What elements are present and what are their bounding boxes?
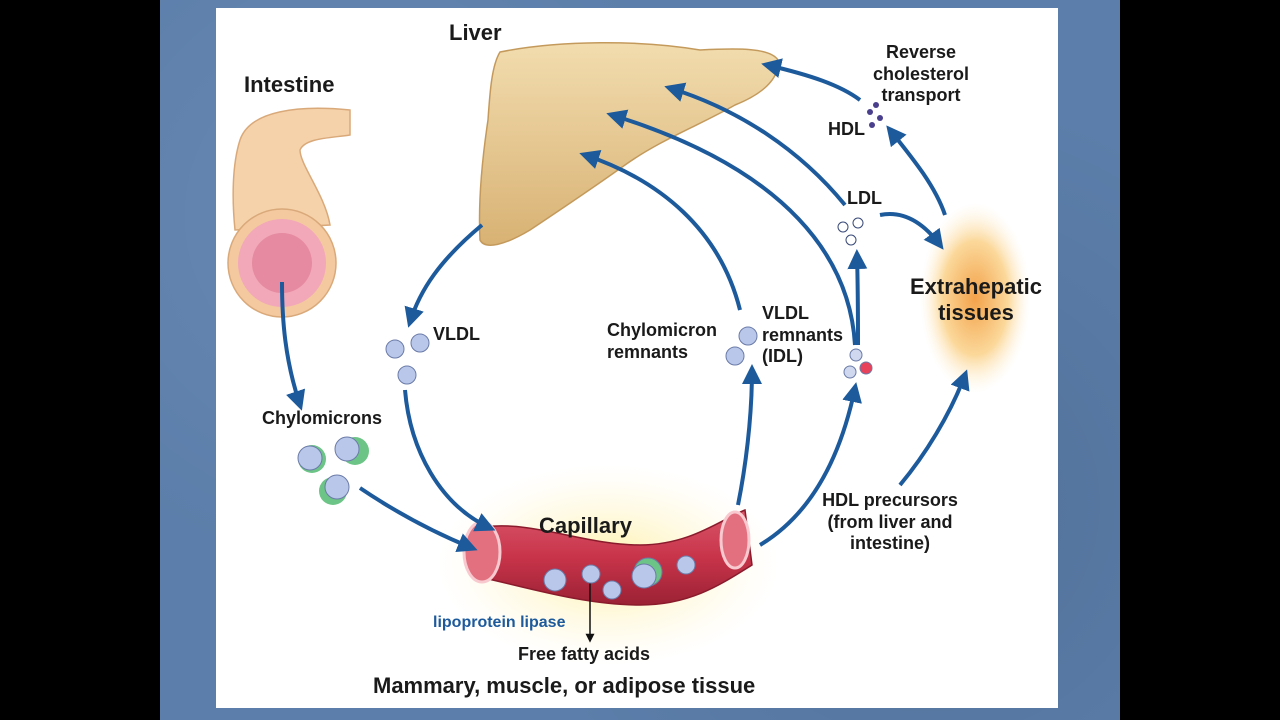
capillary-particles (543, 555, 696, 600)
extrahepatic-tissues-label: Extrahepatic tissues (909, 274, 1043, 326)
ldl-label: LDL (847, 188, 882, 208)
capillary-label: Capillary (539, 513, 632, 538)
chylomicron-particles (297, 436, 369, 505)
hdl-precursors-label: HDL precursors (from liver and intestine… (822, 490, 958, 554)
vldl-remnants-label: VLDL remnants (IDL) (762, 303, 844, 367)
lipoprotein-lipase-label: lipoprotein lipase (433, 614, 566, 631)
tissue-label: Mammary, muscle, or adipose tissue (373, 673, 756, 698)
vldl-label: VLDL (433, 324, 480, 344)
idl-particles (843, 348, 873, 379)
vldl-particles (385, 333, 430, 385)
intestine-label: Intestine (244, 72, 335, 97)
reverse-cholesterol-transport-label: Reverse cholesterol transport (872, 42, 970, 106)
remnant-particles (725, 326, 758, 366)
intestine-shape (232, 107, 351, 231)
chylomicrons-label: Chylomicrons (262, 408, 383, 428)
hdl-label: HDL (828, 119, 865, 139)
capillary-vessel (469, 508, 753, 606)
hdl-particles (867, 102, 883, 128)
extrahepatic-tissue-shape (920, 203, 1030, 393)
liver-label: Liver (449, 20, 502, 45)
chylomicron-remnants-label: Chylomicron remnants (607, 320, 718, 362)
free-fatty-acids-label: Free fatty acids (518, 644, 651, 664)
pathway-arrows (280, 58, 970, 552)
ldl-particles (837, 217, 864, 246)
liver-shape (478, 41, 779, 246)
